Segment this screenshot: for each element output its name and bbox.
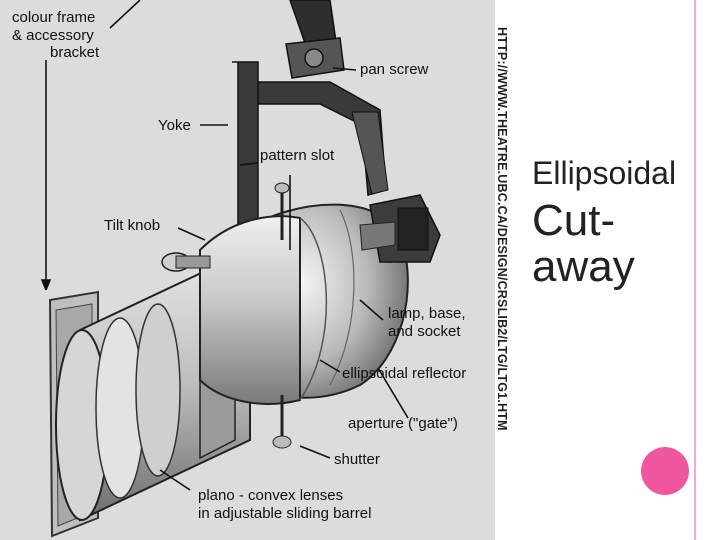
decorative-dot	[641, 447, 689, 495]
source-url[interactable]: HTTP://WWW.THEATRE.UBC.CA/DESIGN/CRSLIB2…	[495, 27, 509, 431]
label-pan-screw: pan screw	[360, 61, 429, 78]
label-yoke: Yoke	[158, 117, 191, 134]
label-lenses-2: in adjustable sliding barrel	[198, 505, 371, 522]
source-url-strip: HTTP://WWW.THEATRE.UBC.CA/DESIGN/CRSLIB2…	[494, 0, 524, 500]
slide-title-line2: Cut-away	[532, 196, 635, 291]
tilt-knob	[161, 252, 211, 272]
label-colour-frame-3: bracket	[50, 44, 100, 61]
ellipsoidal-cutaway-diagram: colour frame & accessory bracket pan scr…	[0, 0, 495, 540]
pan-screw-clamp	[285, 0, 345, 79]
label-colour-frame-2: & accessory	[12, 27, 94, 44]
label-colour-frame-1: colour frame	[12, 9, 95, 26]
reflector-housing	[199, 203, 409, 405]
diagram-labels: colour frame & accessory bracket pan scr…	[12, 9, 466, 522]
label-lamp-2: and socket	[388, 323, 461, 340]
label-reflector: ellipsoidal reflector	[342, 365, 466, 382]
lamp-housing	[359, 194, 441, 263]
accent-line	[694, 0, 696, 540]
label-lamp-1: lamp, base,	[388, 305, 466, 322]
label-shutter: shutter	[334, 451, 380, 468]
leader-lines	[40, 0, 409, 491]
slide-title-line1: Ellipsoidal	[532, 155, 677, 191]
label-pattern-slot: pattern slot	[260, 147, 335, 164]
label-lenses-1: plano - convex lenses	[198, 487, 343, 504]
shutter-handles	[272, 182, 292, 449]
label-tilt-knob: Tilt knob	[104, 217, 160, 234]
label-aperture: aperture ("gate")	[348, 415, 458, 432]
